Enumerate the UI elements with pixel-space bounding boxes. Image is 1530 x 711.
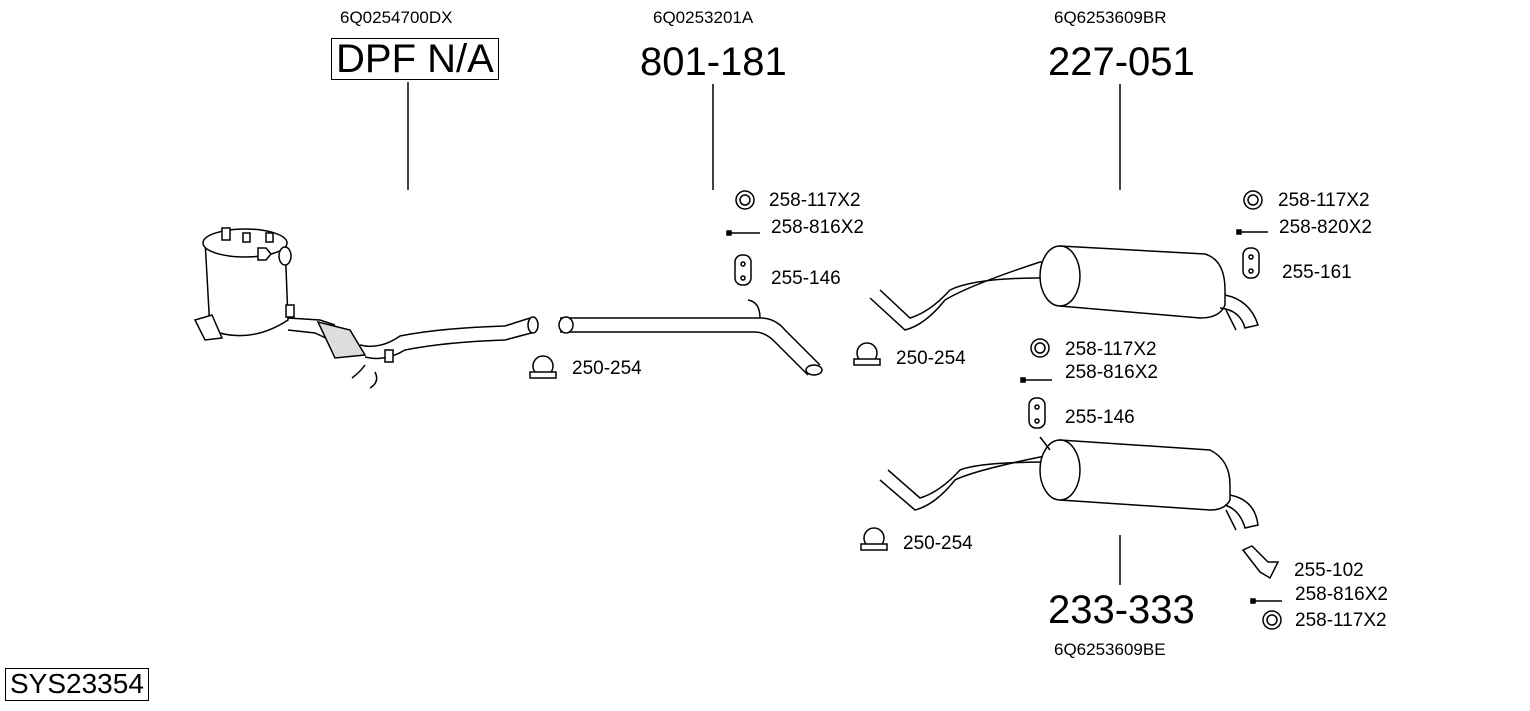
clamp-icon-1 <box>529 355 557 379</box>
dpf-icon <box>193 227 539 389</box>
bracket-icon <box>1241 545 1280 580</box>
accessory-lower-rear-ring[interactable]: 258-117X2 <box>1295 610 1387 631</box>
lower-rear-silencer-icon <box>879 436 1259 531</box>
part-code-upper-silencer[interactable]: 227-051 <box>1048 40 1195 84</box>
bolt-icon-2 <box>1236 229 1268 235</box>
upper-rear-silencer-icon <box>869 245 1259 331</box>
bolt-icon-1 <box>726 230 760 236</box>
part-code-dpf[interactable]: DPF N/A <box>331 38 499 80</box>
accessory-clamp-2[interactable]: 250-254 <box>896 348 966 369</box>
accessory-lower-front-bolt[interactable]: 258-816X2 <box>1065 362 1158 383</box>
oem-number-upper-silencer: 6Q6253609BR <box>1054 8 1167 27</box>
clamp-icon-3 <box>860 527 888 551</box>
accessory-clamp-3[interactable]: 250-254 <box>903 533 973 554</box>
bolt-icon-3 <box>1020 377 1052 383</box>
accessory-upper-rear-ring[interactable]: 258-117X2 <box>1278 190 1370 211</box>
accessory-mid-ring[interactable]: 258-117X2 <box>769 190 861 211</box>
oem-number-lower-silencer: 6Q6253609BE <box>1054 640 1166 659</box>
hanger-icon-2 <box>1242 247 1260 279</box>
accessory-lower-front-ring[interactable]: 258-117X2 <box>1065 339 1157 360</box>
accessory-lower-rear-bracket[interactable]: 255-102 <box>1294 560 1364 581</box>
accessory-lower-front-hanger[interactable]: 255-146 <box>1065 407 1135 428</box>
clamp-icon-2 <box>853 342 881 366</box>
hanger-icon-3 <box>1028 397 1046 429</box>
accessory-upper-rear-hanger[interactable]: 255-161 <box>1282 262 1352 283</box>
accessory-clamp-1[interactable]: 250-254 <box>572 358 642 379</box>
system-id-label: SYS23354 <box>5 668 149 701</box>
ring-icon-4 <box>1262 610 1282 630</box>
accessory-mid-bolt[interactable]: 258-816X2 <box>771 217 864 238</box>
oem-number-middle-pipe: 6Q0253201A <box>653 8 754 27</box>
accessory-lower-rear-bolt[interactable]: 258-816X2 <box>1295 584 1388 605</box>
hanger-icon-1 <box>734 254 752 286</box>
bolt-icon-4 <box>1250 598 1282 604</box>
ring-icon-2 <box>1243 190 1263 210</box>
part-code-middle-pipe[interactable]: 801-181 <box>640 40 787 84</box>
part-code-lower-silencer[interactable]: 233-333 <box>1048 588 1195 632</box>
ring-icon-1 <box>735 190 755 210</box>
accessory-upper-rear-bolt[interactable]: 258-820X2 <box>1279 217 1372 238</box>
accessory-mid-hanger[interactable]: 255-146 <box>771 268 841 289</box>
ring-icon-3 <box>1030 338 1050 358</box>
oem-number-dpf: 6Q0254700DX <box>340 8 453 27</box>
middle-pipe-icon <box>558 299 823 376</box>
